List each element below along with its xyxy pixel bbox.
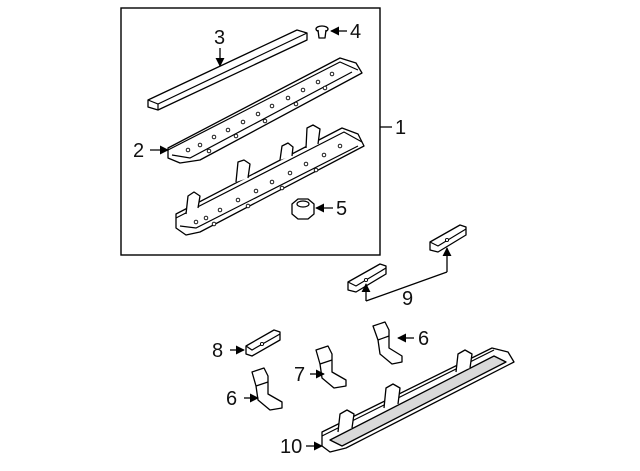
callout-6b: 6 <box>226 388 237 410</box>
callout-10: 10 <box>280 436 302 458</box>
part-2-running-board <box>167 57 363 164</box>
part-4-push-pin <box>315 25 329 39</box>
callout-5: 5 <box>336 198 347 220</box>
callout-4: 4 <box>350 21 361 43</box>
part-5-nut <box>291 198 315 220</box>
callout-7: 7 <box>294 364 305 386</box>
callout-9-bracket-leader <box>361 247 452 302</box>
part-9-bracket-front <box>429 224 467 253</box>
part-9-bracket-rear <box>347 263 387 293</box>
part-1-running-board-assembly <box>175 124 365 236</box>
part-6-bracket-lower <box>251 367 283 411</box>
callout-9: 9 <box>402 288 413 310</box>
part-8-bracket <box>245 329 281 357</box>
callout-2: 2 <box>133 140 144 162</box>
part-7-bracket <box>315 345 347 389</box>
part-1-holes <box>193 143 343 227</box>
part-3-step-pad <box>147 29 308 111</box>
callout-8: 8 <box>212 340 223 362</box>
callout-1: 1 <box>395 117 406 139</box>
assembly-frame <box>120 7 381 256</box>
callout-6a: 6 <box>418 328 429 350</box>
part-2-holes <box>185 71 335 154</box>
part-10-step-bar <box>321 347 515 453</box>
part-6-bracket-upper <box>372 321 403 365</box>
callout-3: 3 <box>214 27 225 49</box>
